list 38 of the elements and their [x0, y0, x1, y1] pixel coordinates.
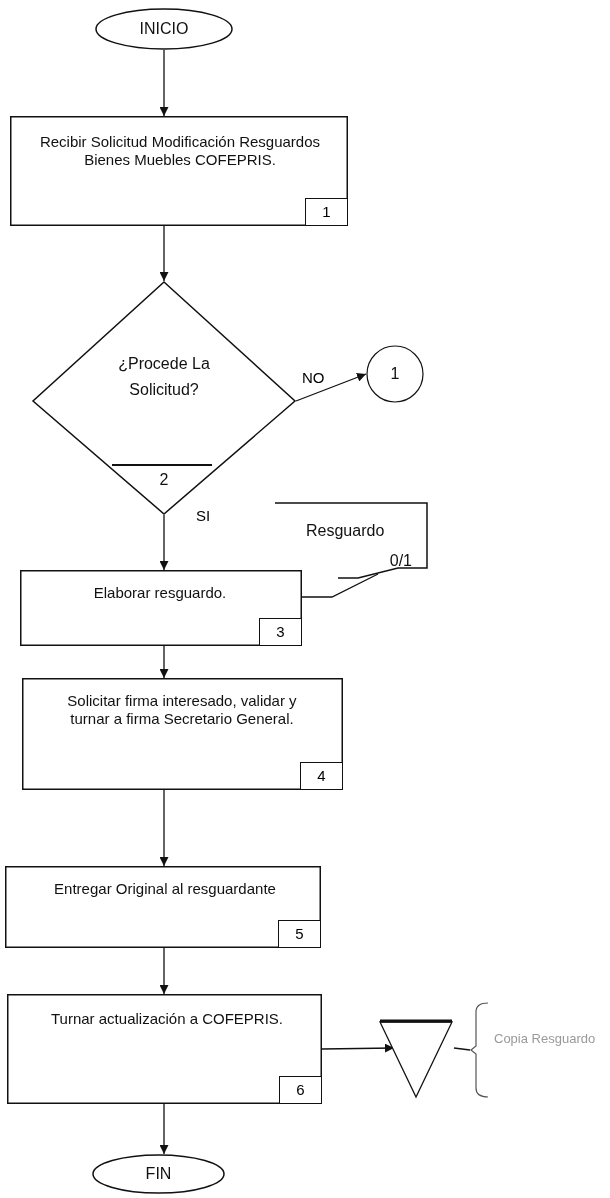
terminator-label: FIN [144, 1165, 173, 1183]
arrow [159, 789, 169, 867]
terminator-oval [95, 8, 233, 50]
arrow [159, 947, 169, 995]
process-box [22, 678, 343, 790]
archive-triangle [378, 1018, 454, 1098]
step-text: Recibir Solicitud Modificación Resguardos Bienes Muebles COFEPRIS. [38, 133, 322, 169]
connector-number: 1 [389, 365, 401, 383]
arrow [159, 49, 169, 117]
step-number: 3 [259, 618, 302, 646]
arrow [159, 514, 169, 571]
decision-question: ¿Procede La Solicitud? [117, 354, 211, 400]
connector-circle [366, 345, 424, 403]
process-box [10, 116, 348, 226]
annotation-text: Copia Resguardo [494, 1030, 597, 1048]
step-number: 6 [279, 1076, 322, 1104]
arrow [159, 645, 169, 679]
arrow [159, 1103, 169, 1155]
process-box [20, 570, 302, 646]
process-box [7, 994, 322, 1104]
step-number: 5 [278, 920, 321, 948]
step-text: Turnar actualización a COFEPRIS. [50, 1010, 284, 1028]
document-shape [274, 502, 428, 582]
step-text: Solicitar firma interesado, validar y turnar a firma Secretario General. [66, 692, 298, 728]
step-number: 4 [300, 762, 343, 790]
connector-line [453, 1047, 471, 1051]
process-box [5, 866, 321, 948]
step-number: 1 [305, 198, 348, 226]
document-title: Resguardo 0/1 [305, 521, 413, 571]
arrow [321, 1043, 395, 1053]
step-number: 2 [158, 471, 170, 489]
step-text: Entregar Original al resguardante [53, 880, 277, 898]
step-text: Elaborar resguardo. [92, 584, 228, 602]
arrow [295, 373, 367, 402]
terminator-label: INICIO [138, 20, 190, 38]
arrow [159, 225, 169, 282]
connector-line [301, 573, 379, 598]
terminator-oval [92, 1154, 225, 1194]
